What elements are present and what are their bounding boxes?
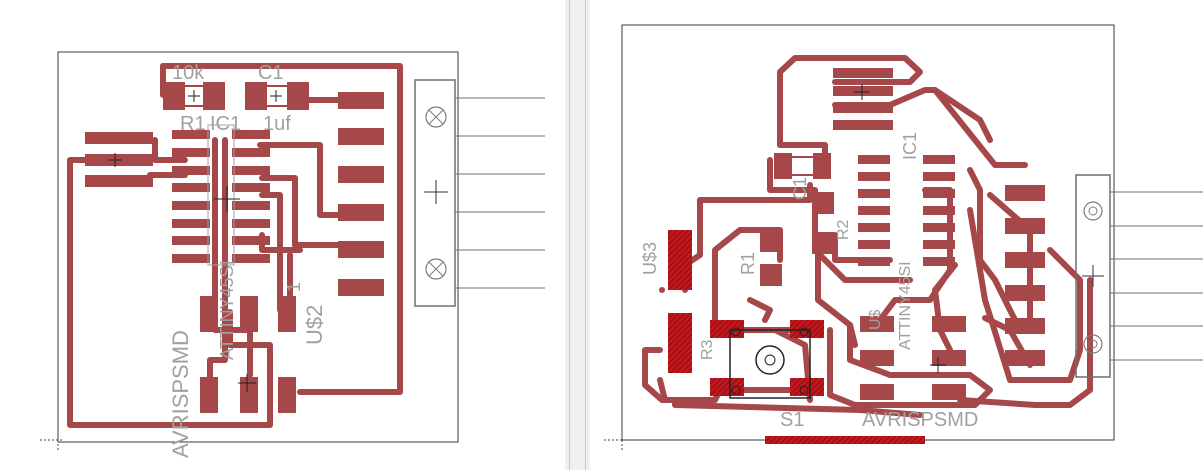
right-pads [760,68,1045,400]
ic1-body [207,124,235,266]
crosshair-icon [1082,265,1104,287]
c1-value-label: 1uf [263,113,291,135]
crosshair-icon [424,180,448,204]
left-board-editor[interactable]: 10k R1 C1 1uf IC1 ATTINY45SI AVRISPSMD U… [0,0,565,470]
splitter-edge [585,0,586,470]
right-board-canvas[interactable]: C1 R2 R1 U$3 R3 IC1 ATTINY45SI U$ S1 AVR… [590,0,1203,470]
r1-value-label: 10k [172,62,205,84]
isp-label: AVRISPSMD [168,330,193,458]
s1-label: S1 [780,409,804,431]
connector-wires [455,97,545,289]
pin1-mark: 1 [284,282,304,292]
ic1-part-label: ATTINY45SI [217,260,237,360]
r3-label: R3 [699,339,716,360]
ic1-label: IC1 [900,132,920,160]
r1-name-label: R1 [180,113,206,135]
splitter-edge [569,0,570,470]
isp-label: AVRISPSMD [862,409,978,431]
connector-wires [1110,191,1203,361]
left-pads [85,82,384,413]
c1-name-label: C1 [258,62,284,84]
ic1-name-label: IC1 [210,113,241,135]
us2-label: U$2 [302,305,327,345]
crosshair-icon [854,84,946,373]
ic1-part-label: ATTINY45SI [897,261,914,350]
right-board-editor[interactable]: C1 R2 R1 U$3 R3 IC1 ATTINY45SI U$ S1 AVR… [590,0,1203,470]
origin-marker [604,432,626,452]
us2-partial-label: U$ [867,309,884,330]
origin-marker [40,432,62,452]
pane-splitter[interactable] [565,0,590,470]
c1-label: C1 [790,177,810,200]
connector-outline [1075,174,1111,378]
left-board-canvas[interactable]: 10k R1 C1 1uf IC1 ATTINY45SI AVRISPSMD U… [0,0,565,470]
mounting-hole-icon [1083,201,1103,221]
crosshair-icon [108,90,282,392]
us3-label: U$3 [640,242,660,275]
r1-label: R1 [738,252,758,275]
switch-s1 [729,327,811,399]
connector-outline [414,79,456,307]
mounting-hole-icon [1083,334,1103,354]
mounting-hole-icon [425,258,447,280]
board-outline [57,51,459,443]
mounting-hole-icon [425,106,447,128]
r2-label: R2 [835,219,852,240]
